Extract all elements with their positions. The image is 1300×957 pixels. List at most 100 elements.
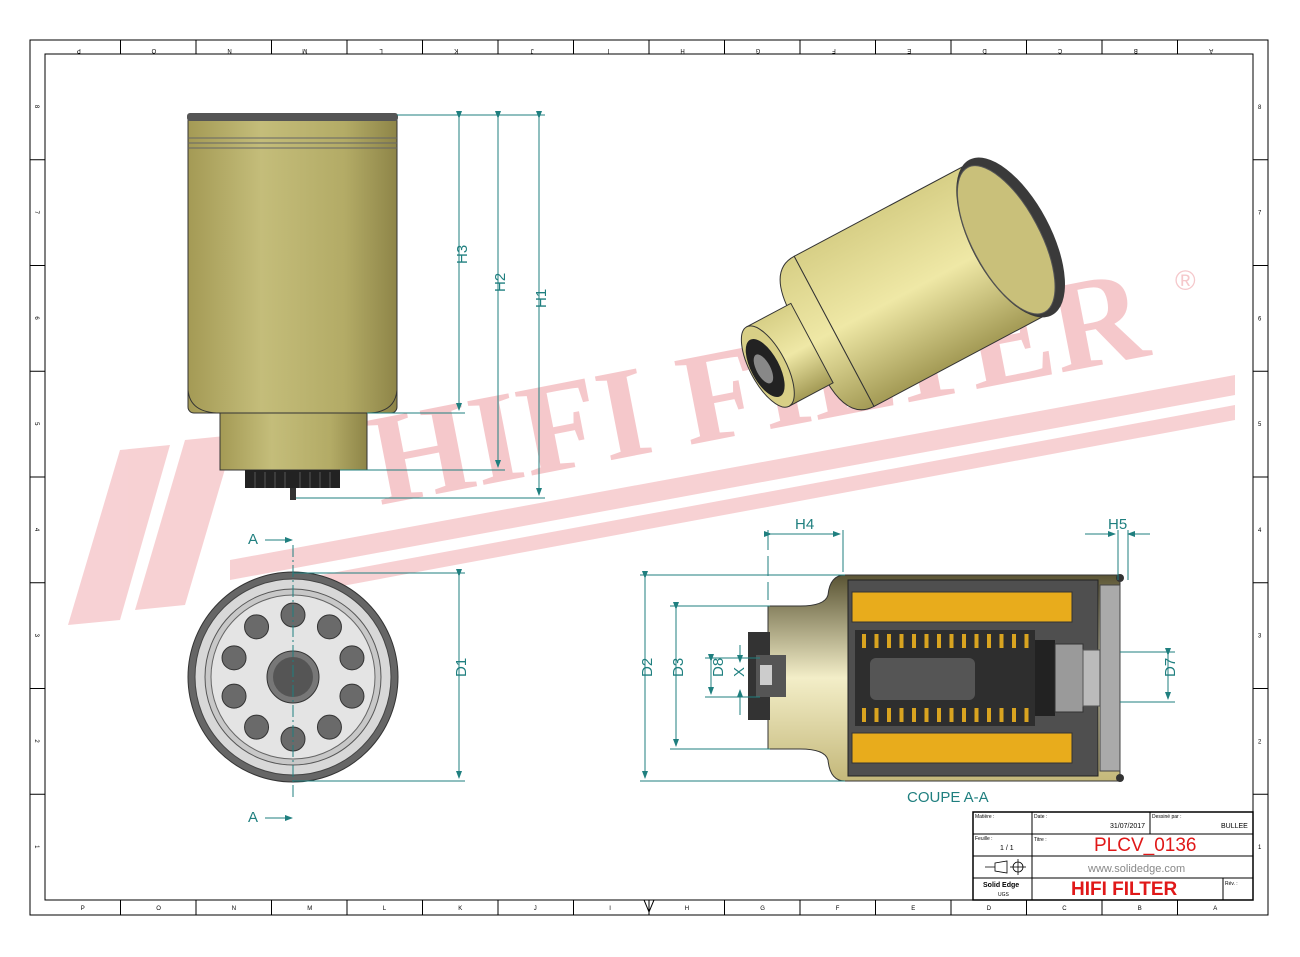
isometric-view: [740, 157, 1065, 411]
zone-label-bottom: E: [911, 906, 915, 912]
zone-label-top: C: [1057, 47, 1062, 53]
section-marker-bottom: A: [248, 809, 258, 826]
side-view: [187, 113, 398, 500]
bottom-dimensions: [265, 537, 465, 821]
pleat-mark: [987, 708, 991, 722]
zone-label-right: 2: [1258, 739, 1262, 745]
center-mark-icon: [643, 899, 655, 914]
zone-label-bottom: G: [760, 906, 765, 912]
zone-label-bottom: D: [987, 906, 992, 912]
pleat-mark: [937, 708, 941, 722]
zone-label-right: 4: [1258, 528, 1262, 534]
dim-d2: D2: [639, 658, 656, 677]
zone-label-top: P: [77, 47, 81, 53]
titre-label: Titre :: [1034, 837, 1047, 843]
software-name: Solid Edge: [983, 882, 1019, 889]
section-view: [748, 574, 1124, 782]
website: www.solidedge.com: [1087, 863, 1185, 875]
feuille-value: 1 / 1: [1000, 845, 1014, 852]
section-marker-top: A: [248, 531, 258, 548]
zone-ticks: [30, 40, 1268, 915]
zone-label-left: 6: [33, 316, 39, 320]
zone-label-bottom: L: [383, 906, 387, 912]
pleat-mark: [1012, 634, 1016, 648]
zone-label-top: J: [531, 47, 534, 53]
pleat-mark: [924, 708, 929, 722]
pleat-mark: [999, 634, 1004, 648]
pleat-mark: [899, 634, 904, 648]
zone-label-top: M: [302, 47, 307, 53]
pleat-mark: [912, 634, 916, 648]
flow-hole: [339, 683, 365, 709]
dim-h4: H4: [795, 516, 814, 533]
pleat-mark: [874, 708, 879, 722]
zone-labels: PPOONNMMLLKKJJIIHHGGFFEEDDCCBBAA88776655…: [33, 47, 1262, 912]
zone-label-left: 1: [33, 845, 39, 849]
zone-label-bottom: C: [1062, 906, 1067, 912]
pleat-mark: [937, 634, 941, 648]
matiere-label: Matière :: [975, 814, 994, 820]
zone-label-right: 7: [1258, 211, 1262, 217]
zone-label-top: O: [151, 47, 156, 53]
zone-label-top: N: [227, 47, 231, 53]
pleat-mark: [912, 708, 916, 722]
zone-label-bottom: H: [685, 906, 689, 912]
zone-label-left: 2: [33, 739, 39, 743]
pleat-mark: [974, 708, 979, 722]
zone-label-top: B: [1134, 47, 1138, 53]
dim-x: X: [731, 667, 748, 677]
zone-label-bottom: F: [836, 906, 840, 912]
dim-d7: D7: [1162, 658, 1179, 677]
pleat-mark: [949, 634, 954, 648]
zone-label-right: 6: [1258, 316, 1262, 322]
pleat-mark: [999, 708, 1004, 722]
flow-hole: [221, 683, 247, 709]
zone-label-bottom: P: [81, 906, 85, 912]
zone-label-bottom: M: [307, 906, 312, 912]
zone-label-left: 7: [33, 211, 39, 215]
zone-label-right: 5: [1258, 422, 1262, 428]
zone-label-left: 4: [33, 528, 39, 532]
date-value: 31/07/2017: [1110, 823, 1145, 830]
section-caption: COUPE A-A: [907, 789, 989, 806]
flow-hole: [316, 614, 342, 640]
section-dimensions: [640, 530, 1175, 782]
zone-label-top: E: [907, 47, 911, 53]
zone-label-bottom: I: [609, 906, 611, 912]
flow-hole: [221, 645, 247, 671]
zone-label-right: 8: [1258, 105, 1262, 111]
zone-label-bottom: A: [1213, 906, 1217, 912]
zone-label-top: G: [755, 47, 760, 53]
title-block: [972, 811, 1254, 901]
zone-label-top: L: [379, 47, 383, 53]
pleat-mark: [1012, 708, 1016, 722]
pleat-mark: [887, 708, 891, 722]
dim-d8: D8: [710, 658, 727, 677]
zone-label-bottom: N: [232, 906, 236, 912]
zone-label-bottom: O: [156, 906, 161, 912]
dessine-label: Dessiné par :: [1152, 814, 1181, 820]
flow-hole: [339, 645, 365, 671]
dim-h3: H3: [454, 245, 471, 264]
flow-hole: [244, 714, 270, 740]
dim-h5: H5: [1108, 516, 1127, 533]
pleat-mark: [924, 634, 929, 648]
pleat-mark: [899, 708, 904, 722]
watermark-registered: ®: [1175, 265, 1196, 296]
zone-label-left: 5: [33, 422, 39, 426]
pleat-mark: [962, 708, 966, 722]
zone-label-top: I: [607, 47, 609, 53]
dim-d1: D1: [453, 658, 470, 677]
projection-symbol-icon: [985, 859, 1026, 875]
pleat-mark: [949, 708, 954, 722]
zone-label-bottom: B: [1138, 906, 1142, 912]
pleat-mark: [987, 634, 991, 648]
pleat-mark: [874, 634, 879, 648]
zone-label-top: K: [454, 47, 458, 53]
zone-label-left: 8: [33, 105, 39, 109]
zone-label-top: A: [1209, 47, 1213, 53]
flow-hole: [244, 614, 270, 640]
flow-hole: [316, 714, 342, 740]
feuille-label: Feuille :: [975, 836, 993, 842]
